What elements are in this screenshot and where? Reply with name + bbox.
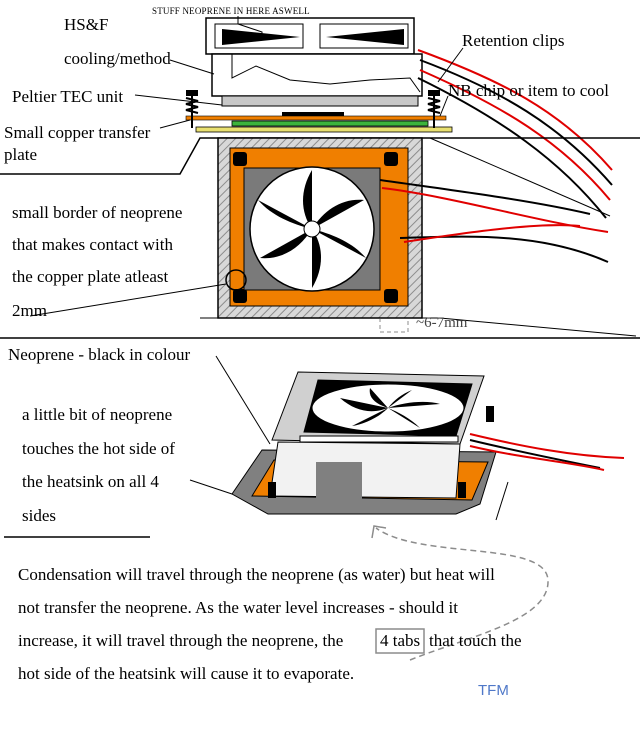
description-line-3a: increase, it will travel through the neo… (18, 631, 344, 650)
description-line-3b: that touch the (429, 631, 522, 650)
heatsink-fan-side (205, 17, 423, 107)
mounting-hole-icon (233, 152, 247, 166)
neoprene-color-label: Neoprene - black in colour (8, 345, 191, 364)
spring-clip-icon (185, 90, 199, 128)
heatsink-fan-3d (269, 371, 485, 502)
hsf-label: HS&F (64, 15, 109, 34)
copper-plate (195, 126, 453, 133)
touch-label-2: touches the hot side of (22, 439, 175, 458)
top-view-assembly (0, 137, 640, 339)
description-line-2: not transfer the neoprene. As the water … (18, 598, 458, 617)
mounting-hole-icon (233, 289, 247, 303)
border-label-2: that makes contact with (12, 235, 173, 254)
mounting-hole-icon (384, 152, 398, 166)
spring-clip-icon (427, 90, 441, 128)
wires-middle (379, 179, 609, 263)
touch-label-1: a little bit of neoprene (22, 405, 173, 424)
perspective-assembly (4, 355, 625, 661)
wires-top (417, 49, 613, 219)
tec-plate (231, 120, 429, 127)
touch-label-4: sides (22, 506, 56, 525)
peltier-label: Peltier TEC unit (12, 87, 124, 106)
side-view-assembly (0, 16, 640, 219)
author-signature: TFM (478, 682, 509, 699)
border-label-1: small border of neoprene (12, 203, 183, 222)
border-label-4: 2mm (12, 301, 47, 320)
retention-clips-label: Retention clips (462, 31, 565, 50)
border-label-3: the copper plate atleast (12, 267, 169, 286)
touch-label-3: the heatsink on all 4 (22, 472, 159, 491)
description-line-1: Condensation will travel through the neo… (18, 565, 495, 584)
nb-chip-label: NB chip or item to cool (448, 81, 610, 100)
description-highlight-tabs: 4 tabs (380, 631, 421, 650)
mounting-hole-icon (384, 289, 398, 303)
stuff-neoprene-note: STUFF NEOPRENE IN HERE ASWELL (152, 6, 310, 16)
copper-plate-label-1: Small copper transfer (4, 123, 151, 142)
orange-layer (185, 115, 447, 121)
gap-label: ~6-7mm (416, 315, 468, 331)
fan-icon (243, 166, 381, 292)
description-line-4: hot side of the heatsink will cause it t… (18, 664, 355, 683)
cooling-method-label: cooling/method (64, 49, 171, 68)
copper-plate-label-2: plate (4, 145, 38, 164)
